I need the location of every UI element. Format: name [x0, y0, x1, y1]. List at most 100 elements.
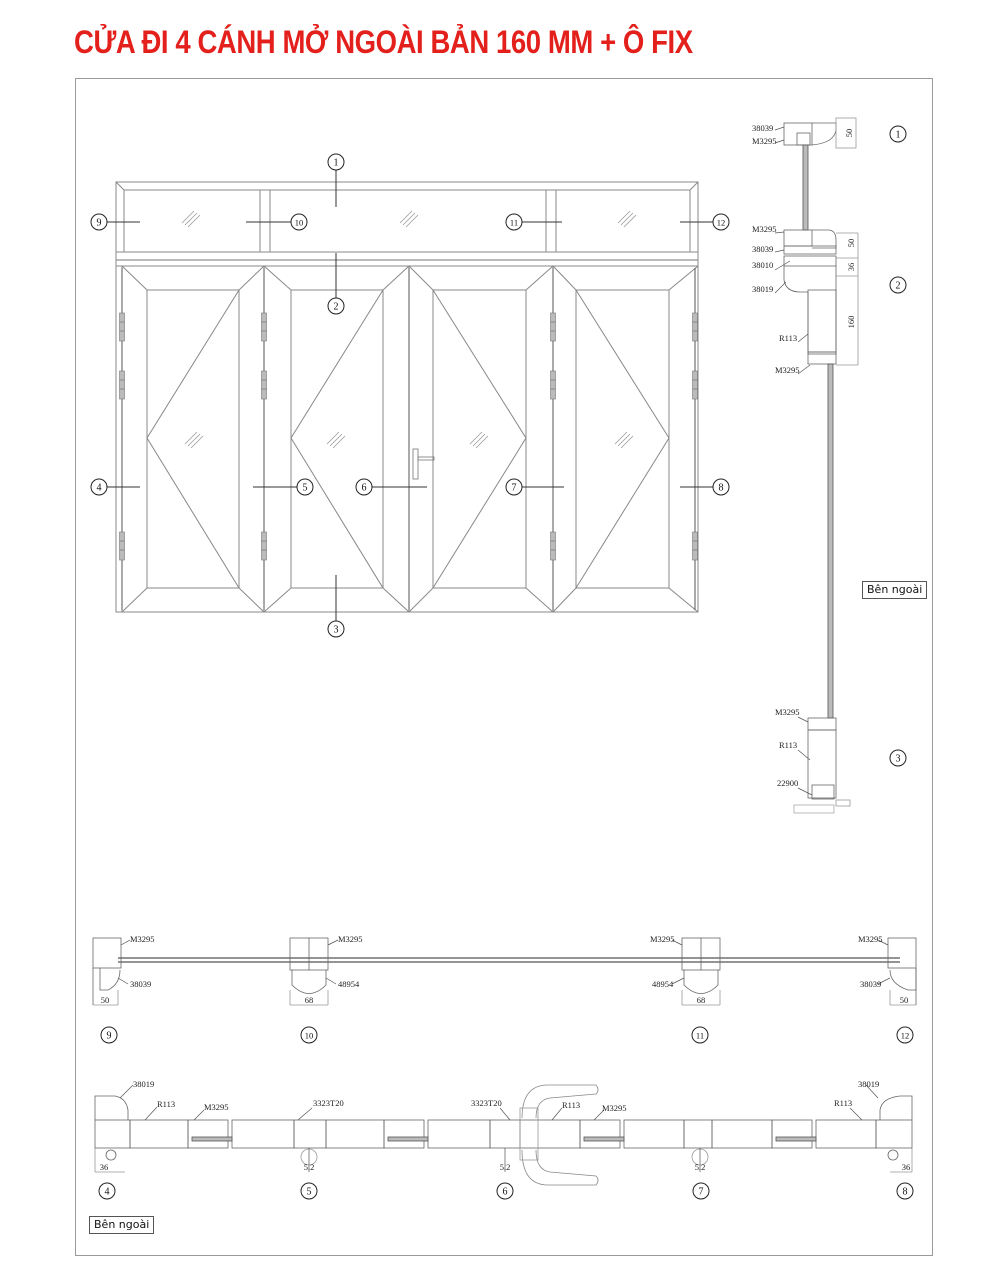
svg-text:3323T20: 3323T20	[313, 1098, 344, 1108]
svg-text:9: 9	[97, 218, 102, 229]
callout-door-6: 6	[496, 1182, 514, 1200]
svg-text:38039: 38039	[752, 244, 773, 254]
page-title: CỬA ĐI 4 CÁNH MỞ NGOÀI BẢN 160 MM + Ô FI…	[74, 24, 693, 60]
svg-text:1: 1	[896, 130, 901, 141]
callout-fix-12: 12	[896, 1026, 914, 1044]
drawing-sheet-border	[75, 78, 933, 1256]
horizontal-section-door	[94, 1084, 913, 1186]
svg-text:2: 2	[334, 302, 339, 313]
svg-text:48954: 48954	[652, 979, 674, 989]
callout-8: 8	[712, 478, 730, 496]
svg-text:M3295: M3295	[752, 224, 777, 234]
callout-10: 10	[290, 213, 308, 231]
callout-7: 7	[505, 478, 523, 496]
svg-text:M3295: M3295	[858, 934, 883, 944]
callout-fix-11: 11	[691, 1026, 709, 1044]
svg-text:7: 7	[512, 483, 517, 494]
door-handle-icon	[412, 448, 435, 480]
callout-4: 4	[90, 478, 108, 496]
svg-text:68: 68	[697, 995, 706, 1005]
svg-text:M3295: M3295	[752, 136, 777, 146]
svg-text:M3295: M3295	[204, 1102, 229, 1112]
svg-text:4: 4	[105, 1187, 110, 1198]
svg-text:5.2: 5.2	[304, 1162, 315, 1172]
svg-text:M3295: M3295	[775, 707, 800, 717]
callout-12: 12	[712, 213, 730, 231]
svg-text:R113: R113	[779, 740, 797, 750]
svg-text:3323T20: 3323T20	[471, 1098, 502, 1108]
svg-text:50: 50	[900, 995, 909, 1005]
horizontal-section-fix-labels: M3295 38039 50 M3295 48954 68 M3295 4895…	[101, 934, 909, 1005]
svg-text:11: 11	[510, 218, 518, 228]
horizontal-section-fix	[92, 937, 917, 1006]
svg-text:R113: R113	[157, 1099, 175, 1109]
callout-door-4: 4	[98, 1182, 116, 1200]
callout-11: 11	[505, 213, 523, 231]
svg-text:10: 10	[305, 1031, 314, 1041]
svg-text:36: 36	[902, 1162, 911, 1172]
horizontal-section-door-callouts: 4 5 6 7 8	[98, 1182, 914, 1200]
svg-text:12: 12	[901, 1031, 910, 1041]
svg-text:5: 5	[307, 1187, 312, 1198]
vertical-section-callouts: 1 2 3	[889, 125, 907, 767]
svg-text:M3295: M3295	[775, 365, 800, 375]
svg-text:11: 11	[696, 1031, 704, 1041]
svg-text:1: 1	[334, 158, 339, 169]
svg-text:68: 68	[305, 995, 314, 1005]
svg-text:2: 2	[896, 281, 901, 292]
svg-text:38039: 38039	[130, 979, 151, 989]
svg-text:7: 7	[699, 1187, 704, 1198]
vertical-section-labels: 38039 M3295 50 M3295 38039 38010 38019 R…	[752, 123, 856, 788]
svg-text:R113: R113	[834, 1098, 852, 1108]
svg-text:36: 36	[100, 1162, 109, 1172]
svg-text:9: 9	[107, 1031, 112, 1042]
elevation-callouts: 1 2 3 4 5 6 7 8 9 10 11 12	[90, 153, 730, 638]
svg-text:38010: 38010	[752, 260, 773, 270]
svg-text:3: 3	[896, 754, 901, 765]
svg-text:22900: 22900	[777, 778, 798, 788]
svg-text:3: 3	[334, 625, 339, 636]
svg-text:M3295: M3295	[338, 934, 363, 944]
svg-text:4: 4	[97, 483, 102, 494]
horizontal-section-door-leaders	[119, 1084, 879, 1121]
vertical-section	[783, 117, 859, 814]
callout-door-5: 5	[300, 1182, 318, 1200]
callout-leaders	[106, 170, 713, 621]
callout-section-2: 2	[889, 276, 907, 294]
svg-text:6: 6	[503, 1187, 508, 1198]
svg-text:M3295: M3295	[650, 934, 675, 944]
svg-text:8: 8	[903, 1187, 908, 1198]
svg-text:5: 5	[303, 483, 308, 494]
callout-3: 3	[327, 620, 345, 638]
vertical-section-leaders	[774, 126, 813, 796]
svg-text:38039: 38039	[752, 123, 773, 133]
callout-fix-9: 9	[100, 1026, 118, 1044]
svg-text:M3295: M3295	[130, 934, 155, 944]
svg-text:M3295: M3295	[602, 1103, 627, 1113]
svg-text:6: 6	[362, 483, 367, 494]
callout-5: 5	[296, 478, 314, 496]
callout-section-1: 1	[889, 125, 907, 143]
front-elevation	[115, 181, 699, 613]
svg-text:10: 10	[295, 218, 304, 228]
svg-text:5.2: 5.2	[695, 1162, 706, 1172]
svg-text:36: 36	[846, 263, 856, 272]
callout-door-7: 7	[692, 1182, 710, 1200]
svg-text:38019: 38019	[133, 1079, 154, 1089]
svg-text:50: 50	[846, 239, 856, 248]
callout-1: 1	[327, 153, 345, 171]
horizontal-section-door-labels: 38019 R113 M3295 36 3323T20 5.2 3323T20 …	[100, 1079, 911, 1172]
callout-section-3: 3	[889, 749, 907, 767]
svg-text:38039: 38039	[860, 979, 881, 989]
callout-6: 6	[355, 478, 373, 496]
svg-text:38019: 38019	[858, 1079, 879, 1089]
horizontal-section-fix-callouts: 9 10 11 12	[100, 1026, 914, 1044]
horizontal-section-fix-leaders	[117, 939, 891, 985]
outside-label-vertical: Bên ngoài	[862, 581, 928, 599]
svg-text:5.2: 5.2	[500, 1162, 511, 1172]
svg-text:38019: 38019	[752, 284, 773, 294]
svg-text:8: 8	[719, 483, 724, 494]
svg-text:R113: R113	[562, 1100, 580, 1110]
callout-door-8: 8	[896, 1182, 914, 1200]
outside-label-horizontal: Bên ngoài	[89, 1216, 155, 1234]
